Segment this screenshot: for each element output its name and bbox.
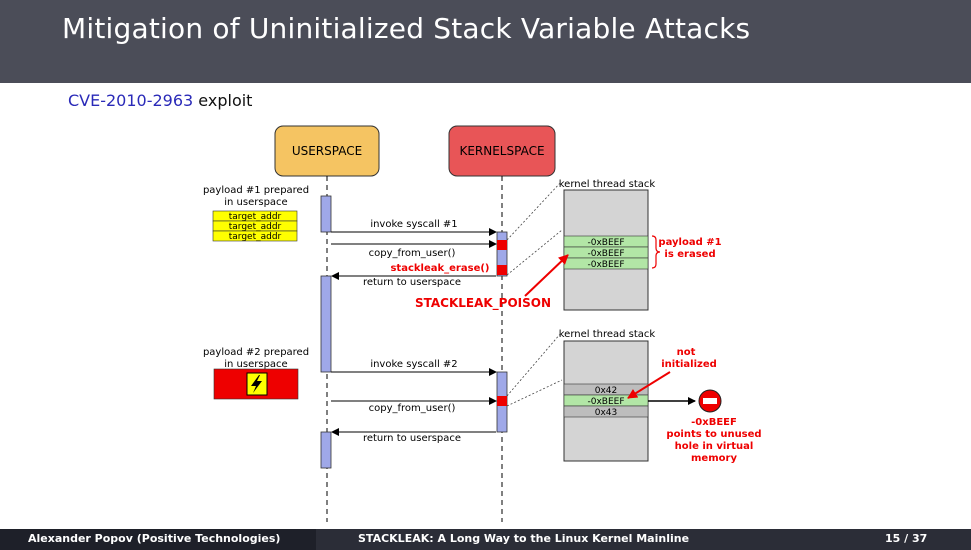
footer-author: Alexander Popov (Positive Technologies): [28, 532, 281, 545]
beef-note-line: points to unused: [666, 429, 761, 440]
beef-note-line: memory: [691, 453, 737, 464]
payload-erased-line1: payload #1: [658, 237, 721, 248]
kernel-stack-2-label: kernel thread stack: [559, 329, 656, 340]
userspace-label: USERSPACE: [292, 144, 362, 158]
slide-footer: Alexander Popov (Positive Technologies) …: [0, 529, 971, 550]
beef-note-line: -0xBEEF: [691, 417, 737, 428]
userspace-activation-3: [320, 431, 332, 469]
target-addr-cell: [212, 230, 298, 242]
slide-subtitle: CVE-2010-2963 exploit: [68, 91, 252, 110]
footer-author-box: [0, 529, 316, 550]
kernel-stack-1-label: kernel thread stack: [559, 179, 656, 190]
stack1-cell-text: -0xBEEF: [587, 238, 624, 248]
slide-title: Mitigation of Uninitialized Stack Variab…: [62, 12, 751, 45]
stack2-cell: [563, 405, 649, 418]
sequence-diagram: USERSPACE KERNELSPACE payload #1 prepare…: [203, 125, 762, 522]
poison-arrow: [524, 254, 569, 297]
userspace-activation-2: [320, 275, 332, 373]
beef-note-line: hole in virtual: [675, 441, 754, 452]
lightning-icon: [246, 372, 268, 396]
footer-talk-title: STACKLEAK: A Long Way to the Linux Kerne…: [358, 532, 690, 545]
kernel-copy-marker-1: [497, 240, 507, 250]
payload1-label-line2: in userspace: [224, 197, 287, 208]
copy-from-user-2-label: copy_from_user(): [369, 403, 456, 414]
kernel-activation-1: [496, 231, 508, 277]
kernel-erase-marker: [497, 265, 507, 275]
slide-header: Mitigation of Uninitialized Stack Variab…: [0, 0, 971, 83]
stack2-cell-text: 0x43: [595, 408, 618, 418]
payload2-label-line1: payload #2 prepared: [203, 347, 309, 358]
subtitle-suffix: exploit: [193, 91, 253, 110]
payload2-label-line2: in userspace: [224, 359, 287, 370]
no-entry-icon: [698, 389, 722, 413]
kernel-copy-marker-2: [497, 396, 507, 406]
payload1-label-line1: payload #1 prepared: [203, 185, 309, 196]
stack2-cell-text: 0x42: [595, 386, 618, 396]
kernelspace-label: KERNELSPACE: [459, 144, 544, 158]
stack1-cell-text: -0xBEEF: [587, 249, 624, 259]
stackleak-erase-label: stackleak_erase(): [390, 263, 489, 274]
zoom-line: [506, 379, 563, 407]
cve-link[interactable]: CVE-2010-2963: [68, 91, 194, 110]
invoke-syscall-2-label: invoke syscall #2: [370, 359, 457, 370]
footer-page-number: 15 / 37: [885, 532, 928, 545]
target-addr-text: target_addr: [229, 212, 282, 222]
invoke-syscall-1-label: invoke syscall #1: [370, 219, 457, 230]
return-userspace-1-label: return to userspace: [363, 277, 461, 288]
stack1-cell-text: -0xBEEF: [587, 260, 624, 270]
zoom-line: [506, 332, 562, 397]
target-addr-text: target_addr: [229, 222, 282, 232]
copy-from-user-1-label: copy_from_user(): [369, 248, 456, 259]
userspace-activation-1: [320, 195, 332, 233]
stackleak-poison-label: STACKLEAK_POISON: [415, 296, 551, 311]
not-initialized-line2: initialized: [661, 359, 717, 370]
erased-brace: [651, 235, 661, 269]
return-userspace-2-label: return to userspace: [363, 433, 461, 444]
payload-erased-line2: is erased: [664, 249, 715, 260]
target-addr-text: target_addr: [229, 232, 282, 242]
not-initialized-line1: not: [677, 347, 696, 358]
zoom-line: [506, 181, 562, 241]
not-initialized-arrow: [627, 371, 671, 399]
stack2-cell-text: -0xBEEF: [587, 397, 624, 407]
